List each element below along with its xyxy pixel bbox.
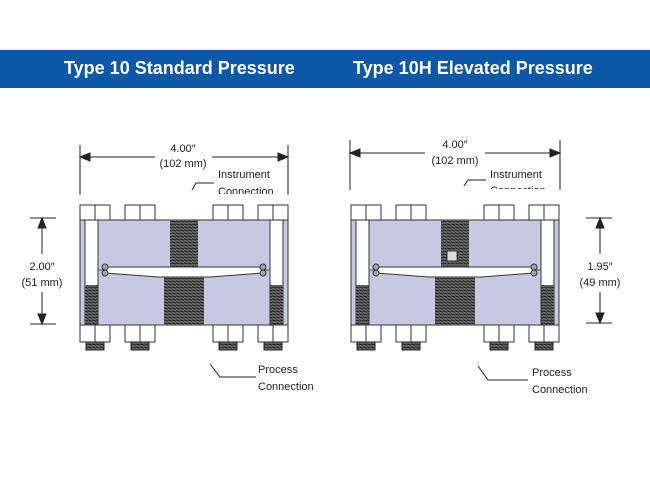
height-inches: 1.95″ xyxy=(587,261,612,273)
header-band: Type 10 Standard Pressure Type 10H Eleva… xyxy=(0,50,650,88)
width-mm: (102 mm) xyxy=(431,155,478,167)
type-10h-flange-drawing xyxy=(350,204,560,351)
instrument-label-2: Connection xyxy=(218,186,274,198)
process-label: Process xyxy=(532,367,572,379)
width-mm: (102 mm) xyxy=(159,158,206,170)
type-10h-diagram: 4.00″ (102 mm) 1.95″ (49 mm) Instrument … xyxy=(348,139,621,396)
type-10h-title: Type 10H Elevated Pressure xyxy=(353,58,593,78)
process-label-2: Connection xyxy=(532,384,588,396)
width-inches: 4.00″ xyxy=(170,143,195,155)
height-mm: (51 mm) xyxy=(22,277,63,289)
height-mm: (49 mm) xyxy=(580,277,621,289)
width-inches: 4.00″ xyxy=(442,139,467,151)
instrument-label-2: Connection xyxy=(490,185,546,197)
process-label-2: Connection xyxy=(258,381,314,393)
process-label: Process xyxy=(258,364,298,376)
type-10-flange-drawing xyxy=(79,204,289,351)
instrument-label: Instrument xyxy=(218,169,270,181)
height-inches: 2.00″ xyxy=(29,261,54,273)
instrument-label: Instrument xyxy=(490,169,542,181)
type-10-diagram: 4.00″ (102 mm) 2.00″ (51 mm) Instrument … xyxy=(22,143,314,393)
type-10-title: Type 10 Standard Pressure xyxy=(64,58,295,78)
